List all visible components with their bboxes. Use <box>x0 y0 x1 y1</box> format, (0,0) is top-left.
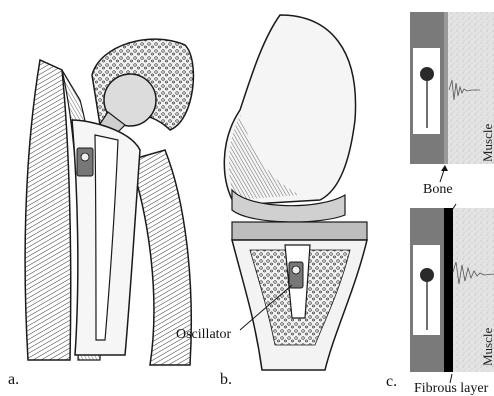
hip-oscillator-device <box>77 148 93 176</box>
knee-oscillator-ball <box>292 266 300 274</box>
panel-c-label: c. <box>386 374 397 390</box>
bottom-fibrous-layer <box>444 208 453 372</box>
top-bone-layer <box>444 12 448 164</box>
panel-b-label: b. <box>220 372 232 388</box>
top-oscillator-ball <box>420 67 434 81</box>
bottom-muscle-label: Muscle <box>480 328 494 366</box>
panel-a-label: a. <box>8 372 19 388</box>
panel-b-knee-illustration <box>224 15 367 370</box>
top-muscle-label: Muscle <box>480 124 494 162</box>
oscillator-label: Oscillator <box>176 328 231 342</box>
panel-a-hip-illustration <box>25 39 193 365</box>
hip-oscillator-ball <box>81 153 89 161</box>
bone-callout-arrowhead <box>441 165 448 171</box>
bone-label: Bone <box>423 183 453 197</box>
bottom-oscillator-ball <box>420 268 434 282</box>
hip-left-muscle <box>25 60 71 360</box>
knee-tibial-tray <box>232 222 367 240</box>
